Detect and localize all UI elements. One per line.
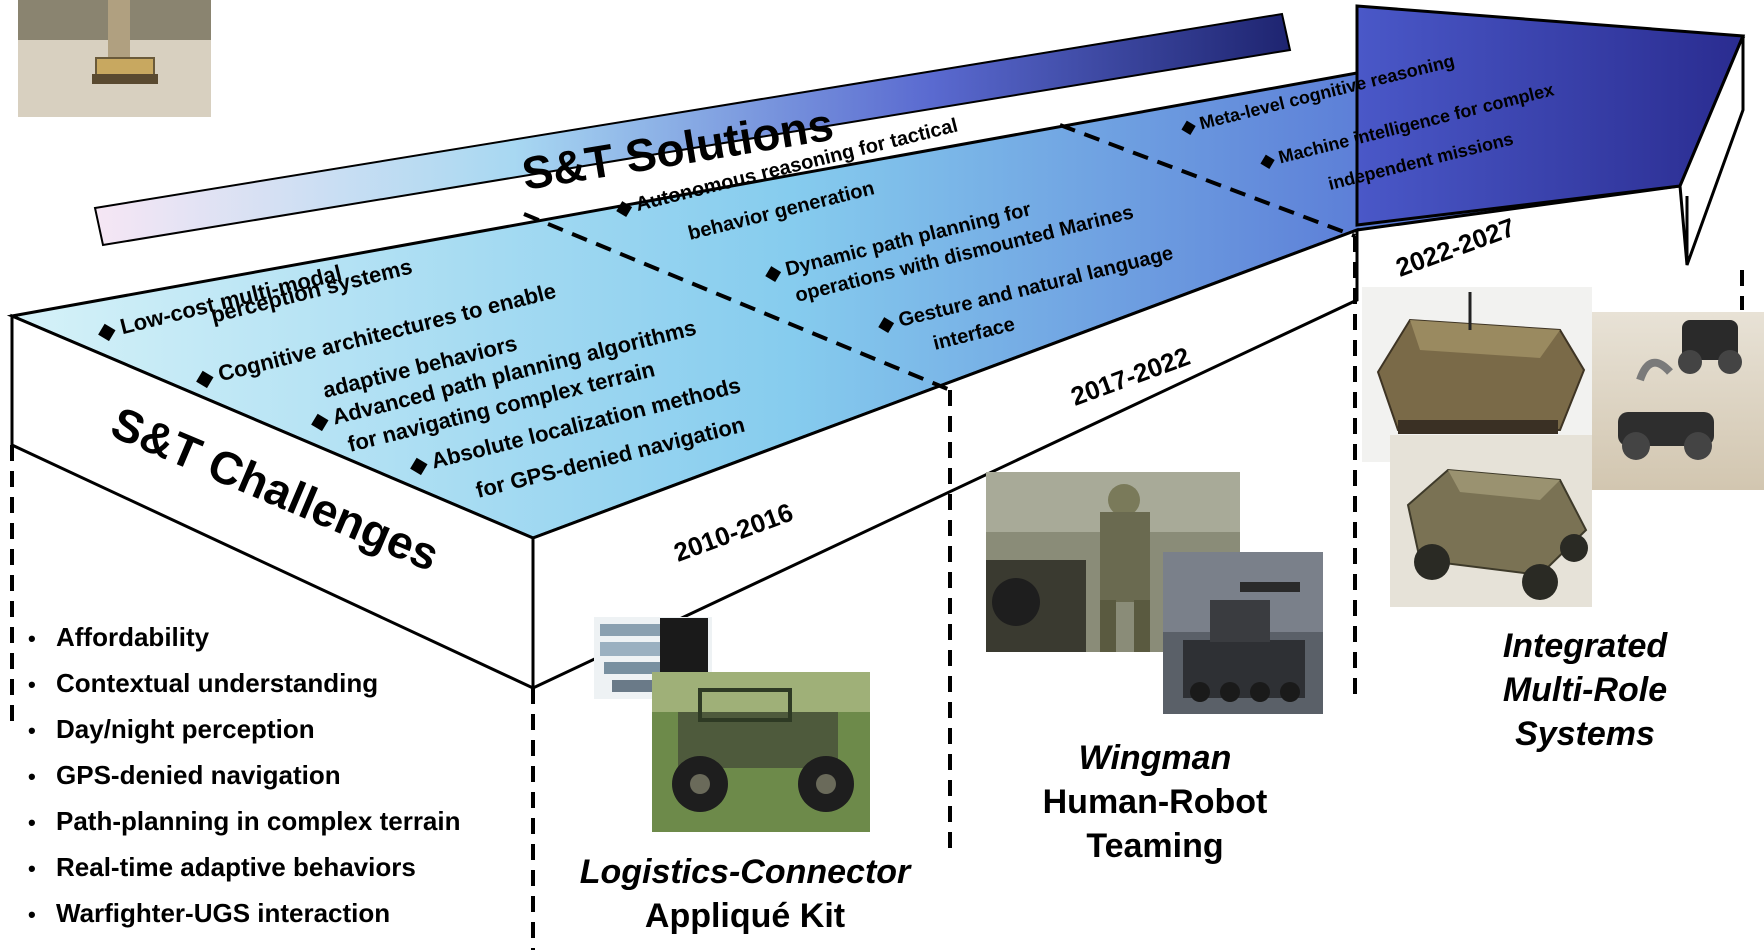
challenge-item: Real-time adaptive behaviors	[28, 845, 461, 891]
caption-integrated: Integrated Multi-Role Systems	[1470, 624, 1700, 756]
challenge-item: Contextual understanding	[28, 661, 461, 707]
caption-wingman-line1: Human-Robot	[1042, 783, 1268, 821]
challenge-item: Warfighter-UGS interaction	[28, 891, 461, 937]
caption-integrated-line1: Integrated	[1502, 627, 1668, 665]
caption-logistics: Logistics-Connector Appliqué Kit	[560, 850, 930, 938]
caption-logistics-italic: Logistics-Connector	[579, 853, 911, 891]
caption-wingman-italic: Wingman	[1078, 739, 1232, 777]
challenge-item: GPS-denied navigation	[28, 753, 461, 799]
caption-wingman-line2: Teaming	[1086, 827, 1224, 865]
challenge-item: Affordability	[28, 615, 461, 661]
concept-vehicle-photo	[1390, 435, 1592, 607]
challenge-item: Path-planning in complex terrain	[28, 799, 461, 845]
tank-ugv-photo	[1362, 287, 1592, 462]
small-robots-photo	[1592, 312, 1764, 490]
challenge-item: Day/night perception	[28, 707, 461, 753]
caption-logistics-regular: Appliqué Kit	[644, 897, 846, 935]
phase-divider-2	[1059, 123, 1356, 238]
challenges-list: Affordability Contextual understanding D…	[28, 615, 461, 937]
caption-wingman: Wingman Human-Robot Teaming	[1010, 736, 1300, 868]
caption-integrated-line3: Systems	[1515, 715, 1655, 753]
caption-integrated-line2: Multi-Role	[1502, 671, 1668, 709]
solutions-arrow-band	[93, 12, 1292, 247]
armed-robot-photo	[1163, 552, 1323, 714]
robot-photo	[18, 0, 211, 117]
utility-vehicle-photo	[652, 672, 870, 832]
